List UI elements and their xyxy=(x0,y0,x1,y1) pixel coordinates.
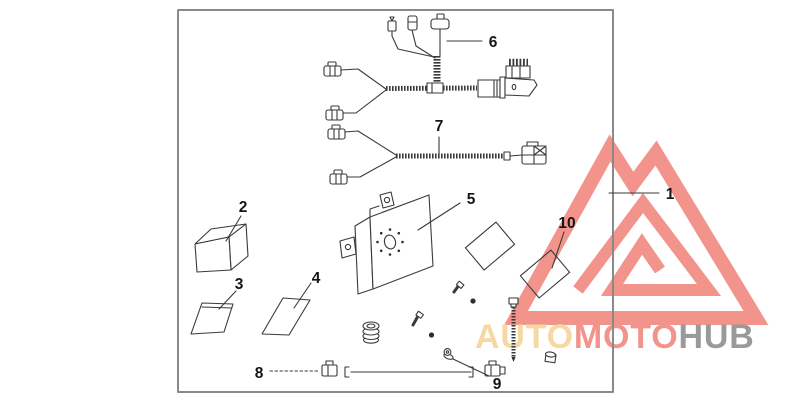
part-3-folded-sheet xyxy=(190,302,234,335)
bolt-head xyxy=(508,297,519,305)
screw-icon xyxy=(455,280,465,290)
branch-connector-icon xyxy=(327,128,346,140)
spade-terminal-icon xyxy=(407,15,418,31)
brand-segment-hub: HUB xyxy=(679,318,755,356)
diagram-frame xyxy=(177,9,614,393)
cable-connector-icon xyxy=(484,364,501,377)
callout-3-label: 3 xyxy=(235,276,244,293)
screw-icon xyxy=(415,310,424,319)
mount-bracket xyxy=(504,77,538,97)
inline-splice xyxy=(426,82,444,94)
nut-icon xyxy=(470,298,476,304)
brand-segment-moto: MOTO xyxy=(574,318,679,356)
leader-3 xyxy=(218,290,237,310)
part-5-control-unit xyxy=(339,191,434,295)
leader-4 xyxy=(293,282,312,309)
part-4-sheet xyxy=(261,297,311,336)
callout-4-label: 4 xyxy=(312,270,321,287)
leader-9 xyxy=(452,358,490,377)
part-6-main-wiring-harness xyxy=(323,13,538,121)
callout-8-label: 8 xyxy=(255,365,264,382)
part-8-cable xyxy=(269,360,506,378)
callout-leaders xyxy=(218,40,660,377)
logo-outer-triangle xyxy=(504,134,769,325)
pad xyxy=(519,249,571,299)
part-2-box xyxy=(194,223,249,273)
hardware-bolt xyxy=(508,297,519,362)
unit-dots xyxy=(376,228,404,256)
leader-10 xyxy=(551,231,565,269)
hardware-spacer xyxy=(544,351,557,364)
hardware-grommet xyxy=(362,321,380,344)
part-7-sub-wiring-harness xyxy=(327,124,547,185)
callout-7-label: 7 xyxy=(435,118,444,135)
multipin-connector-icon xyxy=(505,65,531,79)
branch-connector-icon xyxy=(323,65,342,77)
logo-inner-spiral xyxy=(573,193,722,296)
unit-hole xyxy=(383,234,397,250)
brand-wordmark: AUTOMOTOHUB xyxy=(475,318,755,356)
callout-1-label: 1 xyxy=(666,186,675,203)
bulb-terminal-icon xyxy=(389,16,395,22)
callout-labels: 1 2 3 4 5 6 7 8 9 10 xyxy=(235,34,675,393)
callout-9-label: 9 xyxy=(493,376,502,393)
callout-10-label: 10 xyxy=(558,215,575,232)
part-10-pads xyxy=(464,221,571,299)
callout-6-label: 6 xyxy=(489,34,498,51)
branch-connector-icon xyxy=(329,173,348,185)
leader-2 xyxy=(225,215,242,242)
pad xyxy=(464,221,516,271)
callout-5-label: 5 xyxy=(467,191,476,208)
part-9-nut xyxy=(443,348,454,360)
hardware-screws xyxy=(411,280,476,338)
cable-connector-icon xyxy=(321,364,338,377)
nut-icon xyxy=(428,332,435,338)
leader-5 xyxy=(417,202,461,231)
automotohub-triangle-logo-icon xyxy=(504,134,769,325)
brand-segment-auto: AUTO xyxy=(475,318,574,356)
callout-2-label: 2 xyxy=(239,199,248,216)
branch-connector-icon xyxy=(325,109,344,121)
